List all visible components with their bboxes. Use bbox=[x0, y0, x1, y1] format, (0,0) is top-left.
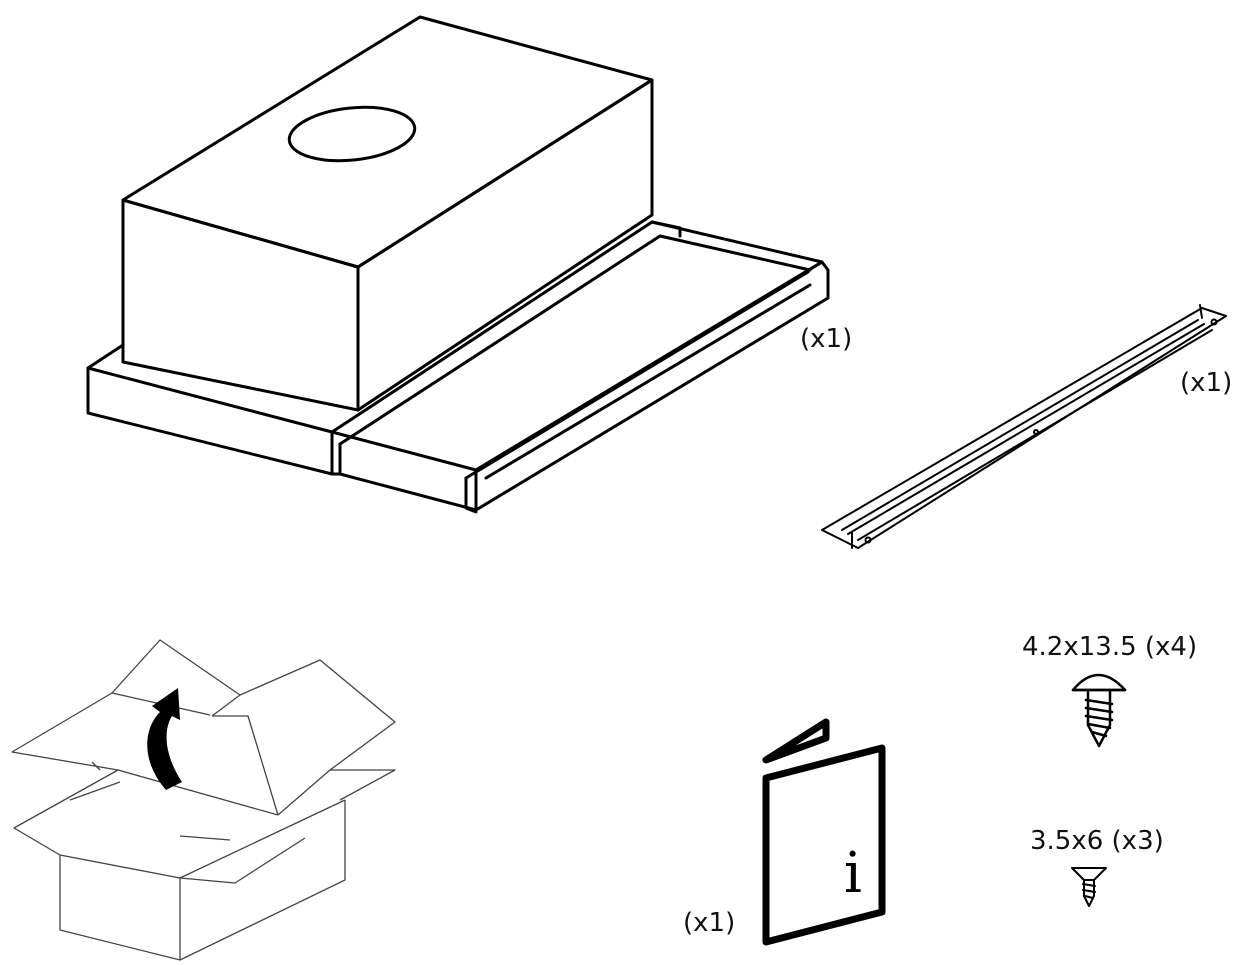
manual-quantity-label: (x1) bbox=[683, 908, 736, 938]
large-screw-spec-label: 4.2x13.5 (x4) bbox=[1022, 632, 1198, 662]
hood-quantity-label: (x1) bbox=[800, 324, 853, 354]
manual-info-symbol: i bbox=[844, 841, 862, 906]
rail-quantity-label: (x1) bbox=[1180, 368, 1233, 398]
unpack-arrow-icon bbox=[147, 688, 182, 790]
small-screw-spec-label: 3.5x6 (x3) bbox=[1030, 826, 1164, 856]
